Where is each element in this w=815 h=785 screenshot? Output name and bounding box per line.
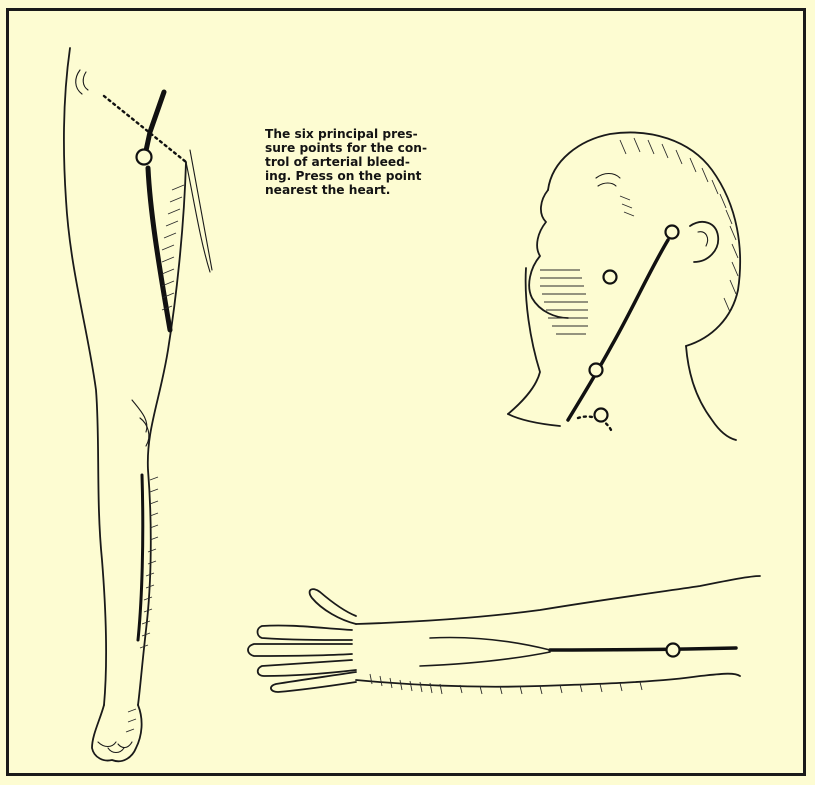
head-illustration — [508, 133, 740, 441]
leg-illustration — [64, 48, 212, 761]
arm-illustration — [248, 576, 760, 694]
subclavian-pressure-point — [595, 409, 608, 422]
femoral-pressure-point — [137, 150, 152, 165]
facial-pressure-point — [604, 271, 617, 284]
temporal-pressure-point — [666, 226, 679, 239]
brachial-pressure-point — [667, 644, 680, 657]
carotid-pressure-point — [590, 364, 603, 377]
